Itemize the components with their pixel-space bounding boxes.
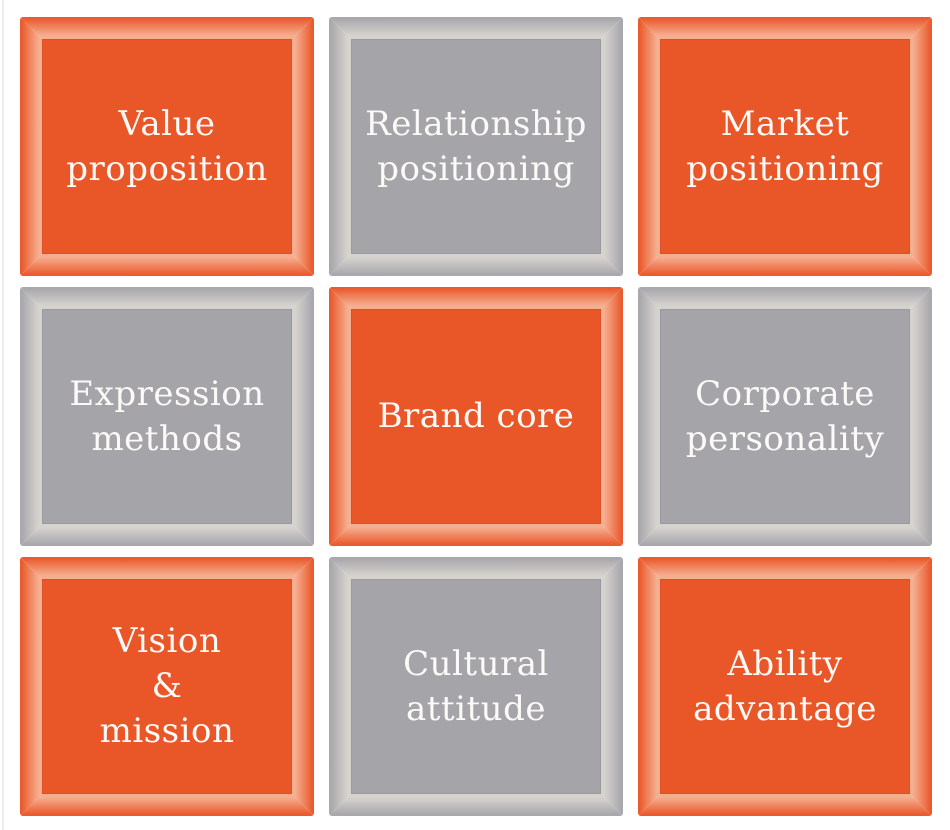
bevel-top	[329, 557, 623, 579]
left-edge-line	[2, 0, 4, 830]
cell-panel: Cultural attitude	[351, 579, 601, 794]
cell-panel: Expression methods	[42, 309, 292, 524]
bevel-top	[638, 557, 932, 579]
cell-ability-advantage: Ability advantage	[638, 557, 932, 816]
bevel-top	[20, 17, 314, 39]
bevel-right	[601, 557, 623, 816]
bevel-top	[329, 287, 623, 309]
bevel-bottom	[329, 794, 623, 816]
cell-value-proposition: Value proposition	[20, 17, 314, 276]
cell-label: Corporate personality	[685, 373, 885, 459]
bevel-right	[292, 557, 314, 816]
bevel-right	[292, 287, 314, 546]
bevel-left	[20, 17, 42, 276]
bevel-bottom	[20, 524, 314, 546]
cell-brand-core: Brand core	[329, 287, 623, 546]
bevel-left	[20, 557, 42, 816]
cell-panel: Vision & mission	[42, 579, 292, 794]
cell-vision-mission: Vision & mission	[20, 557, 314, 816]
cell-label: Ability advantage	[693, 643, 877, 729]
bevel-left	[329, 17, 351, 276]
bevel-bottom	[20, 794, 314, 816]
cell-panel: Relationship positioning	[351, 39, 601, 254]
cell-cultural-attitude: Cultural attitude	[329, 557, 623, 816]
cell-corporate-personality: Corporate personality	[638, 287, 932, 546]
bevel-left	[638, 17, 660, 276]
cell-relationship-positioning: Relationship positioning	[329, 17, 623, 276]
bevel-bottom	[638, 794, 932, 816]
bevel-top	[20, 557, 314, 579]
bevel-left	[638, 557, 660, 816]
cell-label: Cultural attitude	[403, 643, 549, 729]
cell-panel: Market positioning	[660, 39, 910, 254]
bevel-top	[638, 287, 932, 309]
cell-label: Brand core	[377, 396, 575, 436]
cell-label: Vision & mission	[99, 621, 235, 751]
cell-expression-methods: Expression methods	[20, 287, 314, 546]
cell-market-positioning: Market positioning	[638, 17, 932, 276]
bevel-top	[20, 287, 314, 309]
cell-label: Value proposition	[66, 103, 268, 189]
matrix-grid: Value proposition Relationship positioni…	[20, 17, 932, 816]
bevel-bottom	[638, 254, 932, 276]
cell-panel: Value proposition	[42, 39, 292, 254]
bevel-right	[601, 17, 623, 276]
bevel-right	[910, 557, 932, 816]
cell-label: Expression methods	[69, 373, 265, 459]
cell-label: Relationship positioning	[365, 103, 587, 189]
bevel-top	[638, 17, 932, 39]
bevel-bottom	[329, 524, 623, 546]
bevel-right	[910, 17, 932, 276]
cell-panel: Corporate personality	[660, 309, 910, 524]
bevel-bottom	[638, 524, 932, 546]
bevel-left	[638, 287, 660, 546]
bevel-bottom	[329, 254, 623, 276]
bevel-right	[292, 17, 314, 276]
cell-label: Market positioning	[686, 103, 884, 189]
cell-panel: Ability advantage	[660, 579, 910, 794]
bevel-left	[329, 557, 351, 816]
bevel-left	[329, 287, 351, 546]
bevel-right	[601, 287, 623, 546]
bevel-left	[20, 287, 42, 546]
bevel-top	[329, 17, 623, 39]
cell-panel: Brand core	[351, 309, 601, 524]
bevel-right	[910, 287, 932, 546]
bevel-bottom	[20, 254, 314, 276]
